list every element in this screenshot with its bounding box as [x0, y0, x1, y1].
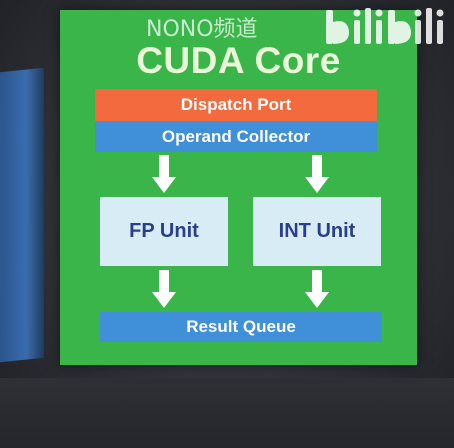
channel-watermark: NONO频道	[146, 17, 258, 42]
cuda-core-slide: CUDA Core Dispatch Port Operand Collecto…	[60, 10, 417, 365]
down-arrow-icon	[305, 270, 329, 308]
down-arrow-icon	[152, 270, 176, 308]
operand-collector-bar: Operand Collector	[95, 121, 377, 152]
int-unit-label: INT Unit	[278, 220, 356, 242]
stage-floor	[0, 378, 454, 448]
down-arrow-icon	[305, 155, 329, 193]
bilibili-logo	[326, 8, 444, 44]
fp-unit-label: FP Unit	[129, 220, 199, 242]
slide-title: CUDA Core	[136, 40, 341, 81]
dispatch-port-bar: Dispatch Port	[95, 89, 377, 121]
int-unit-box: INT Unit	[253, 197, 381, 266]
result-queue-bar: Result Queue	[100, 312, 382, 342]
dispatch-port-label: Dispatch Port	[180, 95, 292, 114]
result-queue-label: Result Queue	[186, 317, 296, 336]
side-screen	[0, 67, 44, 363]
down-arrow-icon	[152, 155, 176, 193]
operand-collector-label: Operand Collector	[161, 126, 311, 146]
fp-unit-box: FP Unit	[100, 197, 228, 266]
